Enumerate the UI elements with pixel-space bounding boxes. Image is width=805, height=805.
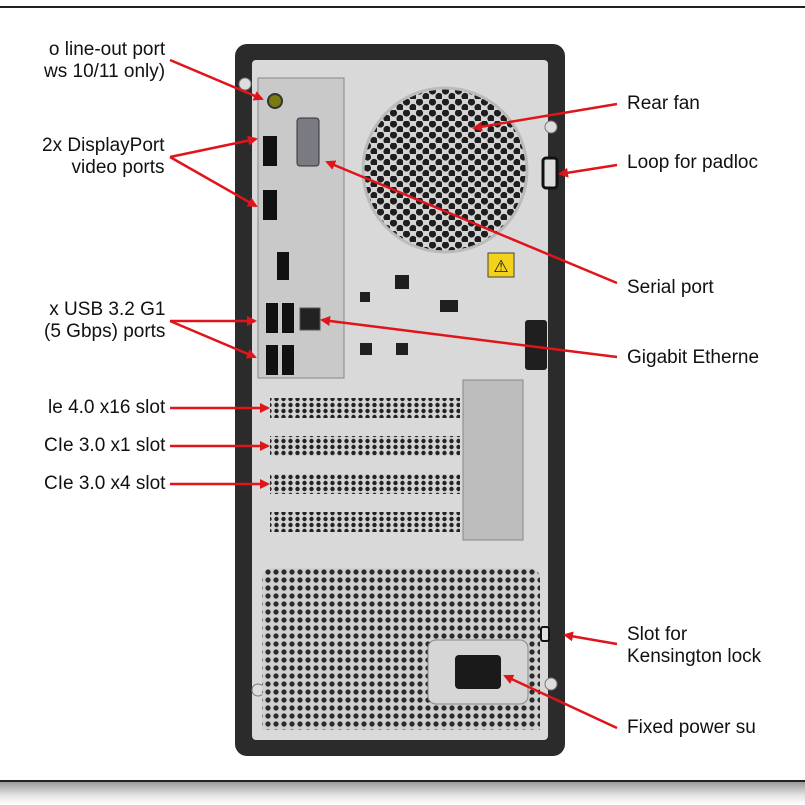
arrow-displayport-1: [169, 135, 258, 159]
pcie-x4-slot: [270, 474, 460, 494]
label-rear-fan: Rear fan: [627, 93, 700, 114]
expansion-bracket: [462, 379, 524, 541]
power-inlet: [455, 655, 501, 689]
arrow-padlock: [558, 163, 618, 178]
kensington-slot: [540, 626, 550, 642]
warning-icon: ⚠: [493, 257, 508, 277]
arrow-audio: [169, 58, 264, 101]
label-serial-port: Serial port: [627, 277, 714, 298]
warning-label: [487, 252, 515, 278]
label-power-supply: Fixed power su: [627, 717, 756, 738]
label-displayport: 2x DisplayPort video ports: [42, 135, 165, 178]
arrow-kensington: [563, 631, 618, 646]
label-padlock-loop: Loop for padloc: [627, 152, 758, 173]
video-port: [277, 252, 289, 280]
pcie-x16-slot: [270, 398, 460, 418]
serial-port: [296, 117, 320, 167]
usb-ports: [266, 303, 294, 375]
screw: [544, 120, 558, 134]
ethernet-port: [299, 307, 321, 331]
label-pcie-x4: CIe 3.0 x4 slot: [44, 473, 166, 494]
callout-arrows: [169, 58, 618, 730]
screw: [544, 677, 558, 691]
label-ethernet: Gigabit Etherne: [627, 347, 760, 368]
label-kensington: Slot for Kensington lock: [627, 624, 762, 667]
arrow-ethernet: [320, 316, 618, 359]
audio-jack: [267, 93, 283, 109]
arrow-usb-2: [169, 319, 257, 359]
label-pcie-x16: le 4.0 x16 slot: [48, 397, 166, 418]
padlock-loop: [541, 156, 559, 190]
label-pcie-x1: CIe 3.0 x1 slot: [44, 435, 166, 456]
diagram-frame: [0, 6, 805, 782]
displayport-2: [263, 190, 277, 220]
arrow-rear-fan: [472, 102, 618, 132]
arrow-serial: [325, 160, 618, 285]
displayport-1: [263, 136, 277, 166]
arrow-displayport-2: [169, 155, 258, 208]
frame-shadow: [0, 782, 805, 805]
label-usb: x USB 3.2 G1 (5 Gbps) ports: [44, 299, 166, 342]
arrow-power: [503, 674, 618, 730]
expansion-slot-4: [270, 512, 460, 532]
label-audio-line-out: o line-out port ws 10/11 only): [44, 39, 166, 82]
pcie-x1-slot: [270, 436, 460, 456]
screw: [238, 77, 252, 91]
rear-fan-grille: [361, 86, 529, 254]
panel-cutouts: [360, 275, 547, 370]
